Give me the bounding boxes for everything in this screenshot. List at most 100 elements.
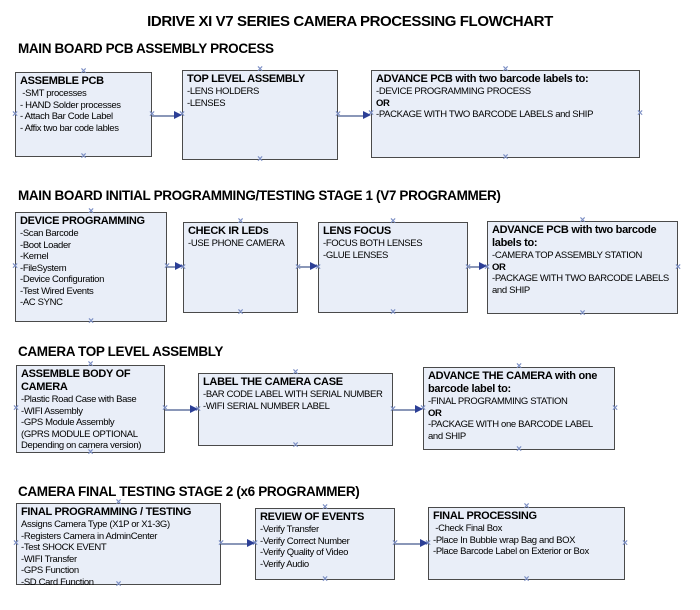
arrowhead-icon [190,405,198,413]
connection-point-icon[interactable]: × [516,361,522,372]
flow-box[interactable]: CHECK IR LEDs-USE PHONE CAMERA×××× [180,217,301,318]
box-text-line: -FINAL PROGRAMMING STATION [428,396,568,407]
box-text-line: -Scan Barcode [20,228,79,239]
connection-point-icon[interactable]: × [149,108,155,120]
connection-point-icon[interactable]: × [516,444,522,455]
connection-point-icon[interactable]: × [12,108,18,120]
section-header: CAMERA TOP LEVEL ASSEMBLY [18,344,224,359]
box-text-line: -PACKAGE WITH TWO BARCODE LABELS [492,273,669,284]
connector-arrow[interactable] [167,266,178,268]
connection-point-icon[interactable]: × [237,216,244,227]
box-text-line: -Boot Loader [20,239,71,251]
connection-point-icon[interactable]: × [523,501,530,512]
connector-arrow[interactable] [468,266,482,268]
connection-point-icon[interactable]: × [87,447,94,458]
box-text-line: -BAR CODE LABEL WITH SERIAL NUMBER [203,389,383,400]
flow-box[interactable]: ADVANCE PCB with two barcode labels to:-… [368,65,643,163]
connection-point-icon[interactable]: × [237,307,244,318]
connection-point-icon[interactable]: × [420,402,426,414]
connection-point-icon[interactable]: × [523,574,530,585]
connection-point-icon[interactable]: × [88,316,94,327]
box-text-line: and SHIP [492,284,530,296]
connector-arrow[interactable] [152,115,177,117]
connection-point-icon[interactable]: × [13,403,19,414]
connection-point-icon[interactable]: × [293,262,303,273]
connection-point-icon[interactable]: × [80,151,87,162]
connection-point-icon[interactable]: × [315,261,321,273]
connection-point-icon[interactable]: × [257,154,263,165]
box-text-line: -Place Barcode Label on Exterior or Box [433,546,589,557]
connection-point-icon[interactable]: × [292,367,299,378]
arrowhead-icon [363,111,371,119]
arrowhead-icon [420,539,428,547]
section-header: CAMERA FINAL TESTING STAGE 2 (x6 PROGRAM… [18,484,360,499]
connector-arrow[interactable] [393,409,418,411]
box-text-line: -Device Configuration [20,274,104,285]
box-text-line: -LENS HOLDERS [187,86,259,97]
connection-point-icon[interactable]: × [179,109,185,120]
flow-box[interactable]: ASSEMBLE PCB -SMT processes- HAND Solder… [12,67,155,162]
connection-point-icon[interactable]: × [115,579,122,590]
connection-point-icon[interactable]: × [502,64,509,75]
connection-point-icon[interactable]: × [622,537,628,549]
arrowhead-icon [479,262,487,270]
connection-point-icon[interactable]: × [368,108,374,119]
connection-point-icon[interactable]: × [12,261,18,272]
box-text-line: -Test Wired Events [20,285,94,297]
flow-box[interactable]: DEVICE PROGRAMMING-Scan Barcode-Boot Loa… [12,207,170,327]
connection-point-icon[interactable]: × [390,307,396,318]
connection-point-icon[interactable]: × [675,261,681,273]
box-text-line: Assigns Camera Type (X1P or X1-3G) [21,519,170,530]
connector-arrow[interactable] [221,543,250,545]
connection-point-icon[interactable]: × [322,574,328,585]
flow-box[interactable]: TOP LEVEL ASSEMBLY-LENS HOLDERS-LENSES××… [179,65,341,165]
connection-point-icon[interactable]: × [115,497,122,508]
box-text-line: -PACKAGE WITH TWO BARCODE LABELS and SHI… [376,109,594,120]
box-text-line: -GPS Module Assembly [21,417,115,428]
connection-point-icon[interactable]: × [88,206,94,217]
connection-point-icon[interactable]: × [579,308,586,319]
connection-point-icon[interactable]: × [87,359,94,370]
connection-point-icon[interactable]: × [292,440,299,451]
connection-point-icon[interactable]: × [333,110,343,120]
arrowhead-icon [247,539,255,547]
connector-arrow[interactable] [395,543,423,545]
connection-point-icon[interactable]: × [612,402,618,414]
connection-point-icon[interactable]: × [390,216,396,227]
section-header: MAIN BOARD INITIAL PROGRAMMING/TESTING S… [18,188,501,203]
connector-arrow[interactable] [298,266,313,268]
connector-arrow[interactable] [165,409,193,411]
connection-point-icon[interactable]: × [579,215,586,226]
connection-point-icon[interactable]: × [13,538,19,549]
connection-point-icon[interactable]: × [257,64,263,75]
box-text-line: -WIFI Transfer [21,553,77,565]
box-text-line: -Verify Audio [260,558,309,570]
box-text-line: - Affix two bar code lables [20,122,119,134]
box-heading: TOP LEVEL ASSEMBLY [187,73,305,85]
flow-box[interactable]: FINAL PROCESSING -Check Final Box-Place … [425,502,628,585]
connection-point-icon[interactable]: × [502,152,509,163]
box-text-line: -Verify Quality of Video [260,547,349,558]
connection-point-icon[interactable]: × [195,403,201,415]
connection-point-icon[interactable]: × [484,261,490,273]
flow-box[interactable]: LABEL THE CAMERA CASE-BAR CODE LABEL WIT… [195,368,396,451]
box-heading: DEVICE PROGRAMMING [20,215,145,227]
connection-point-icon[interactable]: × [637,108,643,119]
connection-point-icon[interactable]: × [252,538,258,549]
connector-arrow[interactable] [338,115,366,117]
flow-box[interactable]: LENS FOCUS-FOCUS BOTH LENSES-GLUE LENSES… [315,217,471,318]
flow-box[interactable]: REVIEW OF EVENTS-Verify Transfer-Verify … [252,503,398,585]
box-heading: ASSEMBLE PCB [20,75,104,87]
connection-point-icon[interactable]: × [180,261,186,273]
connection-point-icon[interactable]: × [322,502,328,513]
connection-point-icon[interactable]: × [160,404,170,414]
connection-point-icon[interactable]: × [463,262,473,273]
connection-point-icon[interactable]: × [425,537,431,549]
connection-point-icon[interactable]: × [80,66,87,77]
box-heading: ASSEMBLE BODY OF [21,368,131,380]
